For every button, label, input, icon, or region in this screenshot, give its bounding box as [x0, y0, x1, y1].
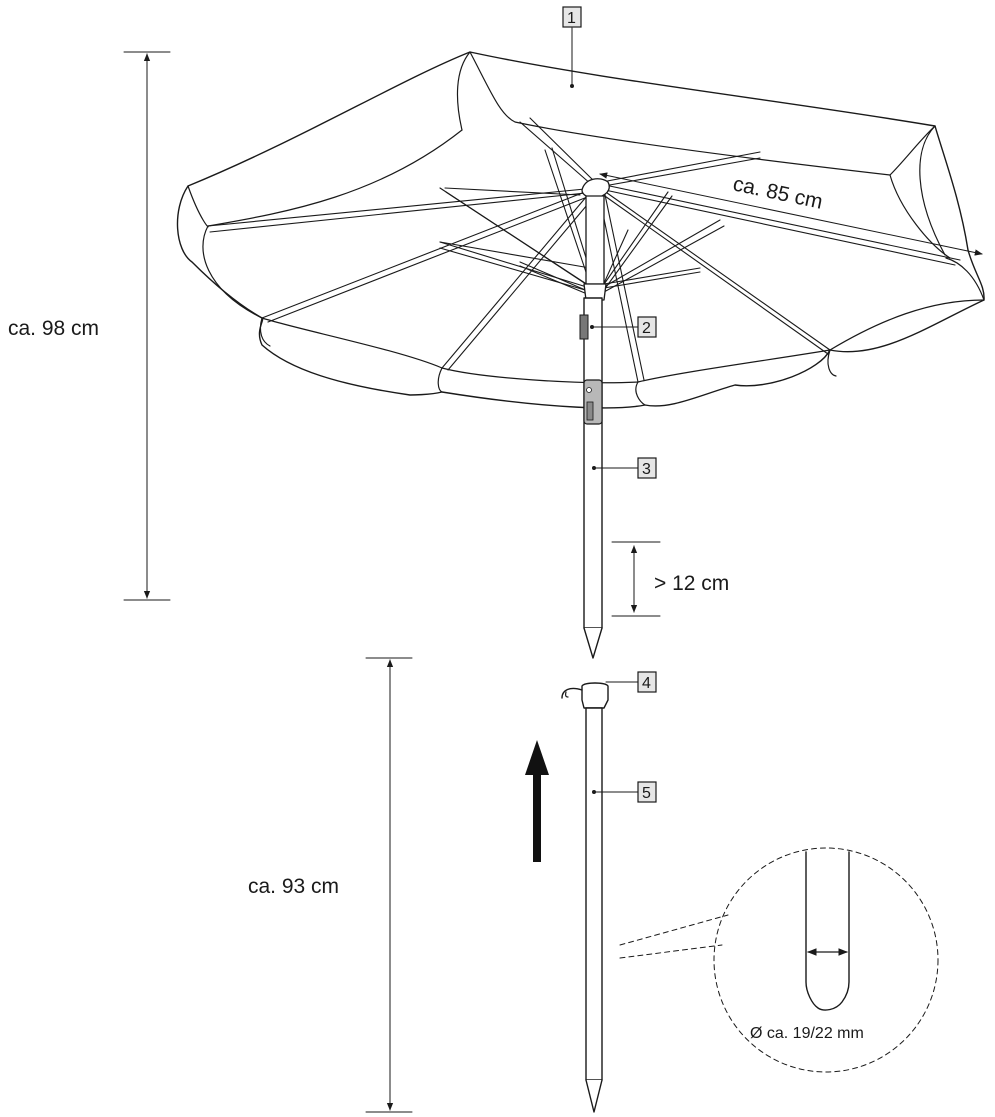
svg-text:2: 2 [642, 320, 651, 337]
callout-1: 1 [562, 6, 582, 88]
umbrella-height-label: ca. 98 cm [8, 317, 99, 340]
pole-diameter-label: Ø ca. 19/22 mm [750, 1025, 864, 1042]
callout-4: 4 [605, 671, 657, 693]
umbrella-pole [579, 297, 603, 659]
svg-text:5: 5 [642, 785, 651, 802]
callout-5: 5 [592, 781, 657, 803]
arrow-up-icon [525, 740, 549, 862]
ground-spike [561, 682, 609, 1113]
svg-text:3: 3 [642, 461, 651, 478]
spike-length-label: ca. 93 cm [248, 875, 339, 898]
callout-3: 3 [592, 457, 657, 479]
canopy-outline [176, 51, 985, 409]
diameter-detail: Ø ca. 19/22 mm [619, 847, 939, 1073]
callout-2: 2 [590, 316, 657, 338]
svg-text:1: 1 [567, 10, 576, 27]
insert-depth-label: > 12 cm [654, 572, 729, 595]
umbrella-canopy [176, 51, 985, 409]
dim-insert-depth: > 12 cm [611, 541, 729, 617]
dim-spike-length: ca. 93 cm [248, 657, 413, 1113]
svg-text:4: 4 [642, 675, 651, 692]
dim-umbrella-height: ca. 98 cm [8, 51, 171, 601]
